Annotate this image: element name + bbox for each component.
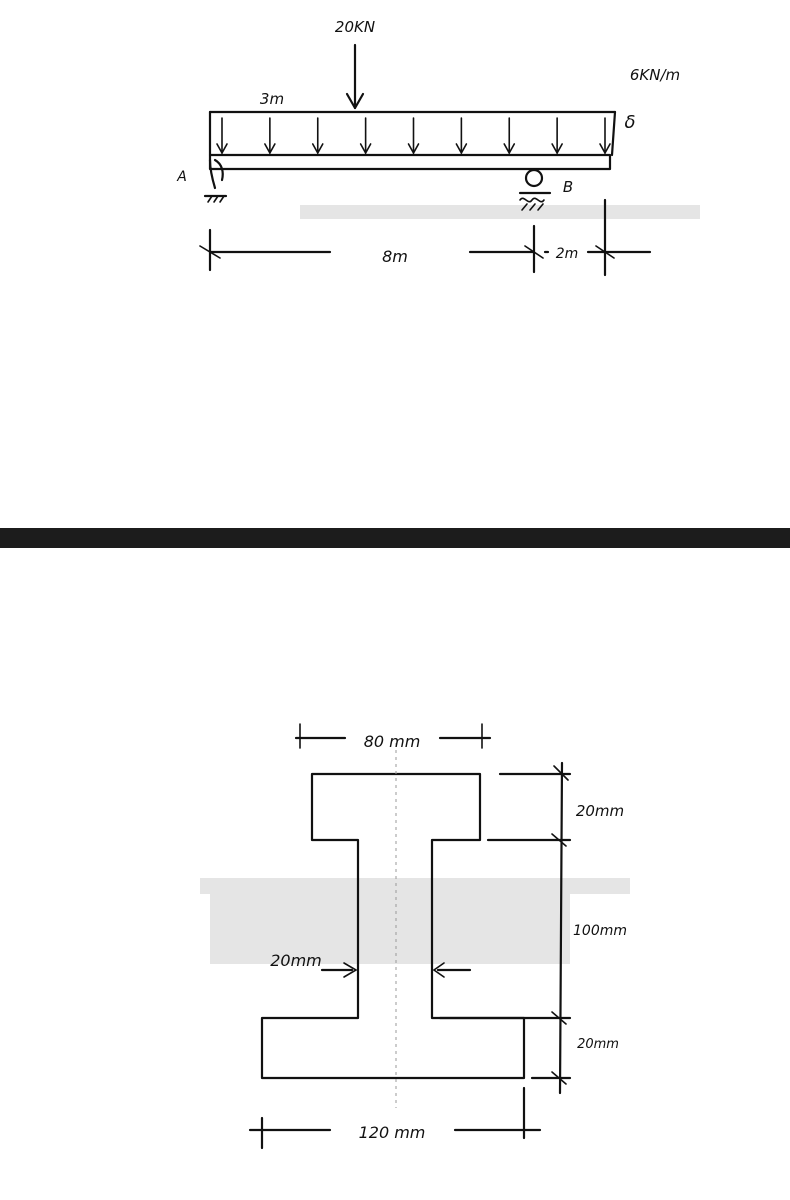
top-flange-width-label: 80 mm [364,732,421,751]
web-dim-left-arrow [343,962,358,978]
point-load-arrowhead [345,92,365,110]
udl-arrowhead [216,143,228,155]
web-dim-right-arrow [432,962,445,978]
right-dim-ticks [551,765,569,1085]
udl-arrowhead [599,143,611,155]
bottom-flange-width-label: 120 mm [359,1123,426,1142]
udl-arrowhead [264,143,276,155]
bottom-flange-thickness-label: 20mm [577,1037,619,1052]
support-a-pin [208,158,217,190]
overhang-dim-tick [595,245,615,259]
udl-arrowhead [359,143,372,155]
web-thickness-label: 20mm [270,951,322,970]
udl-arrowhead [407,143,420,155]
span-label: 8m [382,247,408,266]
point-load-offset-label: 3m [260,90,284,108]
top-flange-thickness-label: 20mm [576,802,624,820]
support-b-rollers [519,197,545,203]
support-a-label: A [176,169,187,185]
udl-right-edge [610,110,617,157]
span-dim-ticks [199,245,544,259]
udl-symbol: δ [624,112,635,133]
udl-label: 6KN/m [630,66,680,84]
overhang-label: 2m [556,246,579,262]
udl-arrowhead [551,143,563,155]
beam [208,153,612,171]
section-diagram-canvas: 80 mm 20mm 100mm 20mm 20mm 120 mm [200,723,630,1150]
support-b-roller [524,168,544,188]
scan-smudge-area [210,894,570,964]
udl-arrows [216,117,611,155]
support-a-pin-hook [213,158,224,182]
support-b-hatch [521,203,544,211]
scan-smudge [300,205,700,219]
point-load-label: 20KN [335,18,375,36]
section-divider [0,528,790,548]
beam-diagram-canvas: 20KN 3m 6KN/m δ A B 8m 2m [176,18,700,277]
udl-arrowhead [311,143,324,155]
support-b-label: B [563,178,573,196]
support-a-hatch [207,195,225,203]
i-section-outline [260,772,526,1080]
scan-smudge-band [200,878,630,894]
right-dim-line [558,761,564,1095]
i-section-diagram: 80 mm 20mm 100mm 20mm 20mm 120 mm [0,548,790,1200]
udl-arrowhead [503,143,516,155]
beam-loading-diagram: 20KN 3m 6KN/m δ A B 8m 2m [0,0,790,528]
web-height-label: 100mm [573,923,627,939]
udl-arrowhead [455,143,468,155]
